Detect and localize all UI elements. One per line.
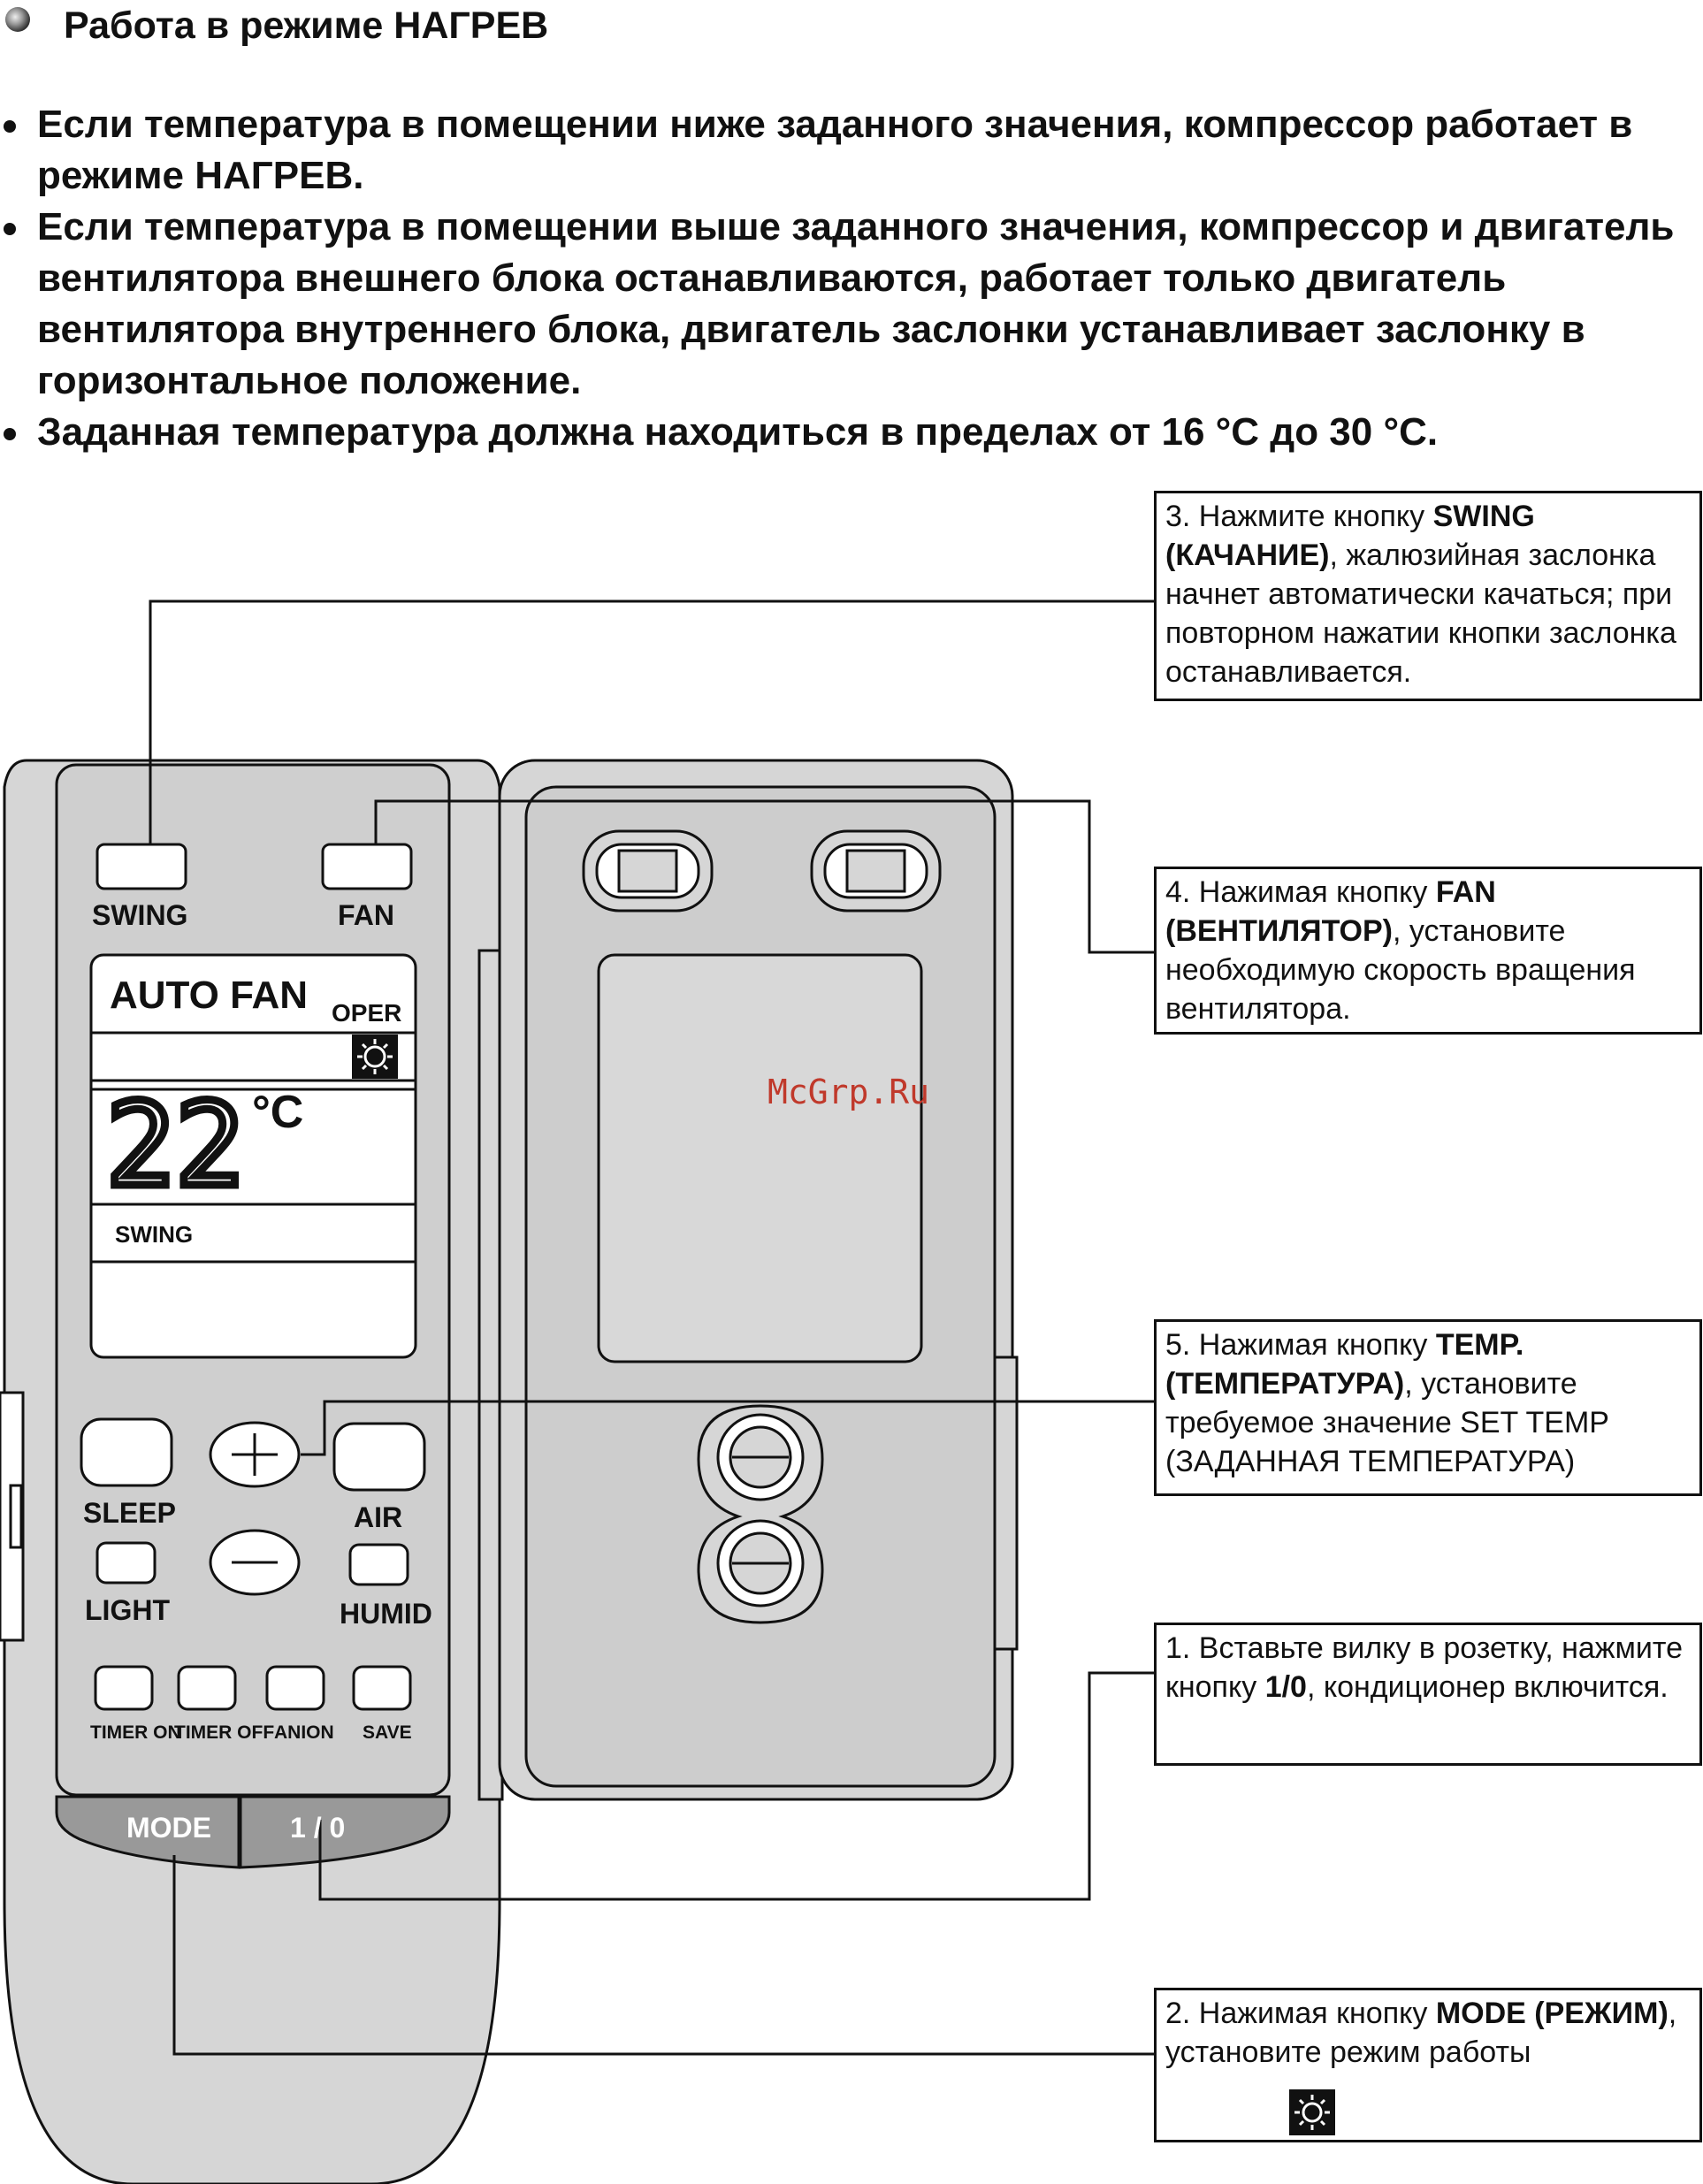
callout-fan: 4. Нажимая кнопку FAN (ВЕНТИЛЯТОР), уста… bbox=[1154, 867, 1702, 1035]
mode-button-label: MODE bbox=[126, 1812, 211, 1844]
fan-leader-line bbox=[374, 799, 1154, 954]
anion-label: ANION bbox=[274, 1722, 334, 1743]
callout-mode: 2. Нажимая кнопку MODE (РЕЖИМ), установи… bbox=[1154, 1988, 1702, 2142]
humid-button-label: HUMID bbox=[340, 1598, 432, 1630]
swing-button-label: SWING bbox=[92, 899, 187, 931]
callout-temp: 5. Нажимая кнопку TEMP. (ТЕМПЕРАТУРА), у… bbox=[1154, 1319, 1702, 1496]
timer-off-button[interactable] bbox=[177, 1665, 237, 1711]
save-label: SAVE bbox=[363, 1722, 412, 1743]
callout-swing: 3. Нажмите кнопку SWING (КАЧАНИЕ), жалюз… bbox=[1154, 491, 1702, 701]
info-list: Если температура в помещении ниже заданн… bbox=[0, 99, 1680, 458]
lcd-temperature: 22 bbox=[106, 1078, 245, 1212]
light-button-label: LIGHT bbox=[85, 1594, 170, 1626]
heading-bullet-icon bbox=[5, 7, 30, 32]
air-button[interactable] bbox=[332, 1422, 426, 1492]
mode-leader-line bbox=[172, 1855, 1154, 2056]
cover-edge bbox=[993, 1355, 1019, 1651]
light-button[interactable] bbox=[95, 1541, 157, 1585]
lcd-screen bbox=[89, 953, 417, 1359]
swing-leader-line bbox=[149, 599, 1154, 844]
swing-button[interactable] bbox=[95, 843, 187, 890]
fan-button[interactable] bbox=[321, 843, 413, 890]
sun-gear-icon bbox=[1289, 2089, 1335, 2135]
callout-power: 1. Вставьте вилку в розетку, нажмите кно… bbox=[1154, 1623, 1702, 1766]
page-title: Работа в режиме НАГРЕВ bbox=[64, 4, 549, 47]
watermark: McGrp.Ru bbox=[767, 1073, 929, 1111]
power-leader-line bbox=[318, 1671, 1154, 1901]
info-item: Если температура в помещении ниже заданн… bbox=[0, 99, 1680, 202]
mode-button[interactable] bbox=[55, 1795, 241, 1869]
sleep-button[interactable] bbox=[80, 1417, 173, 1487]
side-clip-slot bbox=[9, 1484, 23, 1549]
info-item: Заданная температура должна находиться в… bbox=[0, 407, 1680, 458]
lcd-unit: °C bbox=[252, 1087, 303, 1138]
info-item: Если температура в помещении выше заданн… bbox=[0, 202, 1680, 407]
timer-off-label: TIMER OFF bbox=[174, 1722, 274, 1743]
fan-button-label: FAN bbox=[338, 899, 394, 931]
anion-button[interactable] bbox=[265, 1665, 325, 1711]
power-button-label: 1 / 0 bbox=[290, 1812, 345, 1844]
humid-button[interactable] bbox=[348, 1543, 409, 1586]
lcd-oper: OPER bbox=[332, 999, 401, 1027]
sleep-button-label: SLEEP bbox=[83, 1497, 176, 1529]
timer-on-label: TIMER ON bbox=[90, 1722, 181, 1743]
lcd-swing: SWING bbox=[115, 1221, 193, 1248]
save-button[interactable] bbox=[352, 1665, 412, 1711]
air-button-label: AIR bbox=[354, 1501, 402, 1533]
timer-on-button[interactable] bbox=[94, 1665, 154, 1711]
temp-leader-line bbox=[301, 1400, 1154, 1456]
power-button[interactable] bbox=[239, 1795, 451, 1869]
lcd-auto-fan: AUTO FAN bbox=[110, 974, 308, 1017]
cover-window bbox=[597, 953, 923, 1363]
